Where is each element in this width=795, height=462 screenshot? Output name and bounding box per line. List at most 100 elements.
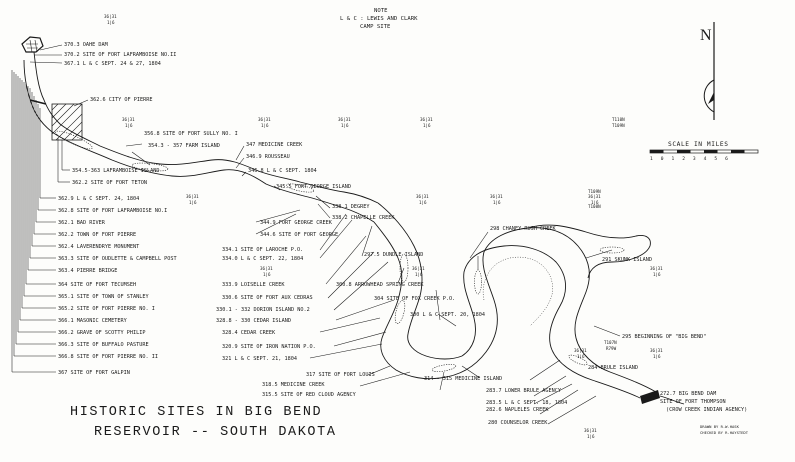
medicine-island — [431, 364, 457, 372]
drawn-by: DRAWN BY R.W.HASK — [700, 424, 740, 429]
site-label: 362.1 BAD RIVER — [58, 220, 106, 226]
site-label: 298 CHANEY RUSH CREEK — [490, 226, 556, 232]
pierre-bridge-mark — [29, 99, 47, 105]
site-label: 356.8 SITE OF FORT SULLY NO. I — [144, 131, 238, 137]
section-markers: 36|31 1|6 36|31 1|6 36|31 1|6 36|31 1|6 … — [104, 14, 663, 439]
site-label: 304 SITE OF FOX CREEK P.O. — [374, 296, 455, 302]
site-label: 344.6 SITE OF FORT GEORGE — [260, 232, 338, 238]
site-label: 354.3 - 357 FARM ISLAND — [148, 143, 220, 149]
section-marker: 36|31 — [104, 14, 117, 19]
map-title: HISTORIC SITES IN BIG BEND RESERVOIR -- … — [70, 405, 335, 440]
leader-lines — [125, 143, 659, 425]
big-bend-inner — [461, 245, 641, 399]
site-label: 346.8 L & C SEPT. 1804 — [248, 168, 317, 174]
river-north-bank — [33, 51, 379, 204]
site-label: 321 L & C SEPT. 21, 1804 — [222, 356, 297, 362]
section-marker: 36|31 — [588, 194, 601, 199]
site-label: 366.1 MASONIC CEMETERY — [58, 318, 128, 324]
site-label: 366.8 SITE OF FORT PIERRE NO. II — [58, 354, 158, 360]
river-below-dam — [659, 395, 685, 405]
section-marker: 1|6 — [591, 200, 599, 205]
section-marker: 1|6 — [493, 200, 501, 205]
farm-island — [131, 162, 169, 172]
section-marker: 36|31 — [584, 428, 597, 433]
site-label: 330.6 SITE OF FORT AUX CEDRAS — [222, 295, 313, 301]
site-label: 370.2 SITE OF FORT LAFRAMBOISE NO.II — [64, 52, 176, 58]
section-marker: 1|6 — [125, 123, 133, 128]
section-marker: 1|6 — [419, 200, 427, 205]
section-marker: 36|31 — [186, 194, 199, 199]
site-label: 330.1 - 332 DORION ISLAND NO.2 — [216, 307, 310, 313]
north-letter: N — [700, 27, 712, 44]
river-south-bank — [23, 59, 375, 223]
oahe-dam-mark — [21, 36, 44, 53]
site-label: 370.3 OAHE DAM — [64, 42, 108, 48]
site-label: SITE OF FORT THOMPSON — [660, 399, 726, 405]
site-label: 300 L & C SEPT. 20, 1804 — [410, 312, 485, 318]
big-bend-labels: 297.5 DUNDLE ISLAND 300.8 ARROWHEAD SPRI… — [336, 226, 747, 426]
section-marker: 1|6 — [189, 200, 197, 205]
site-label: 354.5-363 LAFRAMBOISE ISLAND — [72, 168, 159, 174]
fort-george-island — [285, 183, 315, 193]
section-marker: 36|31 — [650, 266, 663, 271]
section-marker: 36|31 — [412, 266, 425, 271]
section-marker: 36|31 — [260, 266, 273, 271]
site-label: 338.2 CHAPELLE CREEK — [332, 215, 395, 221]
section-marker: 1|6 — [261, 123, 269, 128]
site-label: 363.4 PIERRE BRIDGE — [58, 268, 117, 274]
section-marker: 36|31 — [420, 117, 433, 122]
township-label: T107N — [604, 340, 617, 345]
site-label: 284 BRULE ISLAND — [588, 365, 638, 371]
site-label: 328.4 CEDAR CREEK — [222, 330, 276, 336]
section-marker: 1|6 — [263, 272, 271, 277]
scale-bar: SCALE IN MILES 1 0 1 2 3 4 5 6 — [649, 141, 759, 162]
site-label: 297.5 DUNDLE ISLAND — [364, 252, 423, 258]
township-label: T109N — [588, 189, 601, 194]
section-marker: 1|6 — [107, 20, 115, 25]
skunk-island — [599, 246, 625, 254]
big-bend-contour — [482, 256, 553, 327]
note-line: CAMP SITE — [360, 24, 391, 30]
site-label: 363.3 SITE OF OUDLETTE & CAMPBELL POST — [58, 256, 177, 262]
site-label: 291 SKUNK ISLAND — [602, 257, 652, 263]
west-leader-lines — [11, 44, 89, 373]
site-label: 320.9 SITE OF IRON NATION P.O. — [222, 344, 316, 350]
site-label: 362.9 L & C SEPT. 24, 1804 — [58, 196, 139, 202]
township-label: T109N — [612, 123, 625, 128]
township-label: R79W — [606, 346, 617, 351]
oahe-dam-hatch — [26, 39, 38, 53]
site-label: 346.9 ROUSSEAU — [246, 154, 290, 160]
site-label: 318.5 MEDICINE CREEK — [262, 382, 325, 388]
site-label: 334.1 SITE OF LAROCHE P.O. — [222, 247, 303, 253]
dorion-island — [399, 253, 409, 283]
township-label: T108N — [588, 204, 601, 209]
scale-numbers: 1 0 1 2 3 4 5 6 — [650, 156, 731, 162]
site-label: (CROW CREEK INDIAN AGENCY) — [666, 407, 747, 413]
north-arrow: N — [700, 22, 715, 120]
site-label: 362.2 TOWN OF FORT PIERRE — [58, 232, 136, 238]
site-label: 366.2 GRAVE OF SCOTTY PHILIP — [58, 330, 145, 336]
section-marker: 1|6 — [415, 272, 423, 277]
river-middle-east — [377, 202, 463, 360]
site-label: 362.8 SITE OF FORT LAFRAMBOISE NO.I — [58, 208, 167, 214]
section-marker: 36|31 — [122, 117, 135, 122]
site-label: 364 SITE OF FORT TECUMSEH — [58, 282, 136, 288]
section-marker: 1|6 — [341, 123, 349, 128]
cedar-island — [394, 300, 406, 324]
checked-by: CHECKED BY R.HAYSTEDT — [700, 430, 749, 435]
credits: DRAWN BY R.W.HASK CHECKED BY R.HAYSTEDT — [700, 424, 749, 435]
section-marker: 36|31 — [650, 348, 663, 353]
site-label: 367.1 L & C SEPT. 24 & 27, 1804 — [64, 61, 161, 67]
site-label: 345.5 FORT GEORGE ISLAND — [276, 184, 351, 190]
middle-reach-labels: 334.1 SITE OF LAROCHE P.O. 334.0 L & C S… — [216, 247, 375, 398]
section-marker: 1|6 — [653, 354, 661, 359]
upper-reach-labels: 356.8 SITE OF FORT SULLY NO. I 354.3 - 3… — [144, 131, 395, 238]
east-arm-upper — [527, 224, 651, 279]
big-bend-dam-mark — [640, 390, 660, 404]
site-label: 365.1 SITE OF TOWN OF STANLEY — [58, 294, 149, 300]
city-of-pierre-block — [51, 103, 83, 141]
site-label: 328.8 - 330 CEDAR ISLAND — [216, 318, 291, 324]
site-label: 367 SITE OF FORT GALPIN — [58, 370, 130, 376]
